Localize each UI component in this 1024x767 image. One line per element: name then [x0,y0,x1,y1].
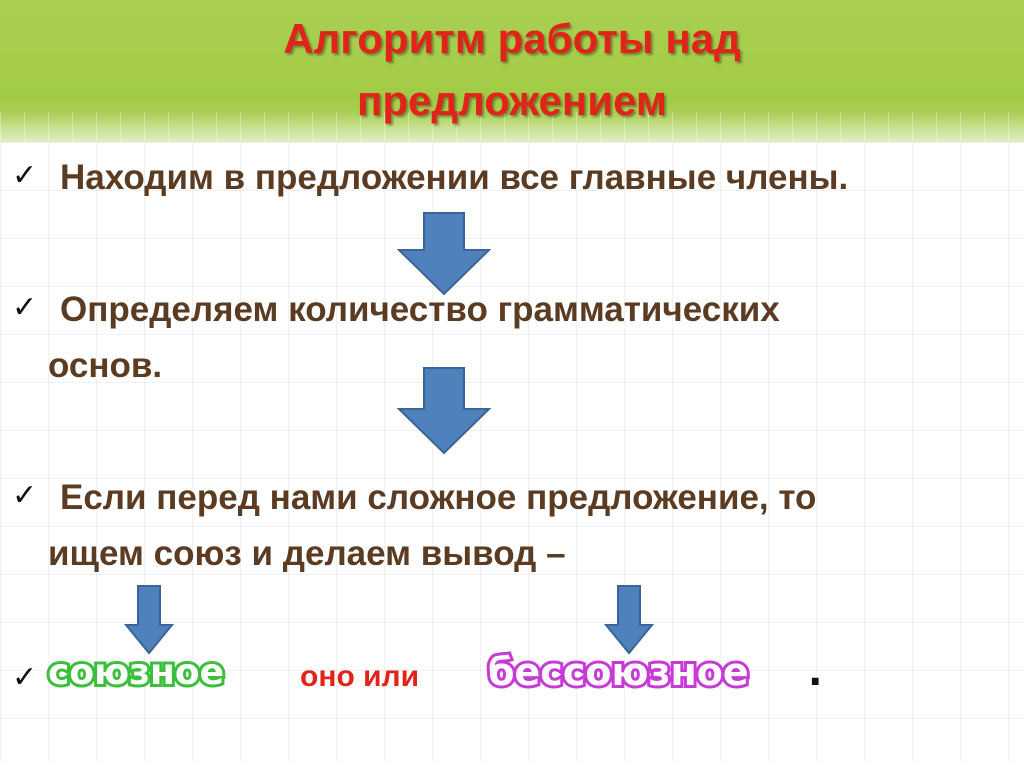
check-icon: ✓ [12,290,38,325]
header-grid-pattern [0,112,1024,142]
check-icon: ✓ [12,478,38,513]
step-3-line-2: ищем союз и делаем вывод – [48,534,566,573]
title-line-2: предложением [357,77,667,124]
option-conjunctive: союзное [45,649,227,696]
check-icon: ✓ [12,158,38,193]
step-2-line-1: Определяем количество грамматических [60,290,780,329]
header-band [0,0,1024,142]
step-3-line-1: Если перед нами сложное предложение, то [60,478,817,517]
title-line-1: Алгоритм работы над [283,15,741,62]
step-2-line-2: основ. [48,346,163,385]
step-1-line-1: Находим в предложении все главные члены. [60,158,849,197]
down-arrow-icon [397,367,491,455]
down-arrow-icon [397,212,491,296]
slide-title: Алгоритм работы над предложением [0,8,1024,132]
down-arrow-icon [604,585,654,655]
check-icon: ✓ [12,660,38,695]
step-2-text: Определяем количество грамматических [60,282,780,338]
content-area [0,142,1024,762]
down-arrow-icon [124,585,174,655]
step-1-text: Находим в предложении все главные члены. [60,150,848,206]
end-dot: . [808,650,823,694]
connector-text: оно или [300,660,420,693]
option-non-conjunctive: бессоюзное [485,647,752,697]
